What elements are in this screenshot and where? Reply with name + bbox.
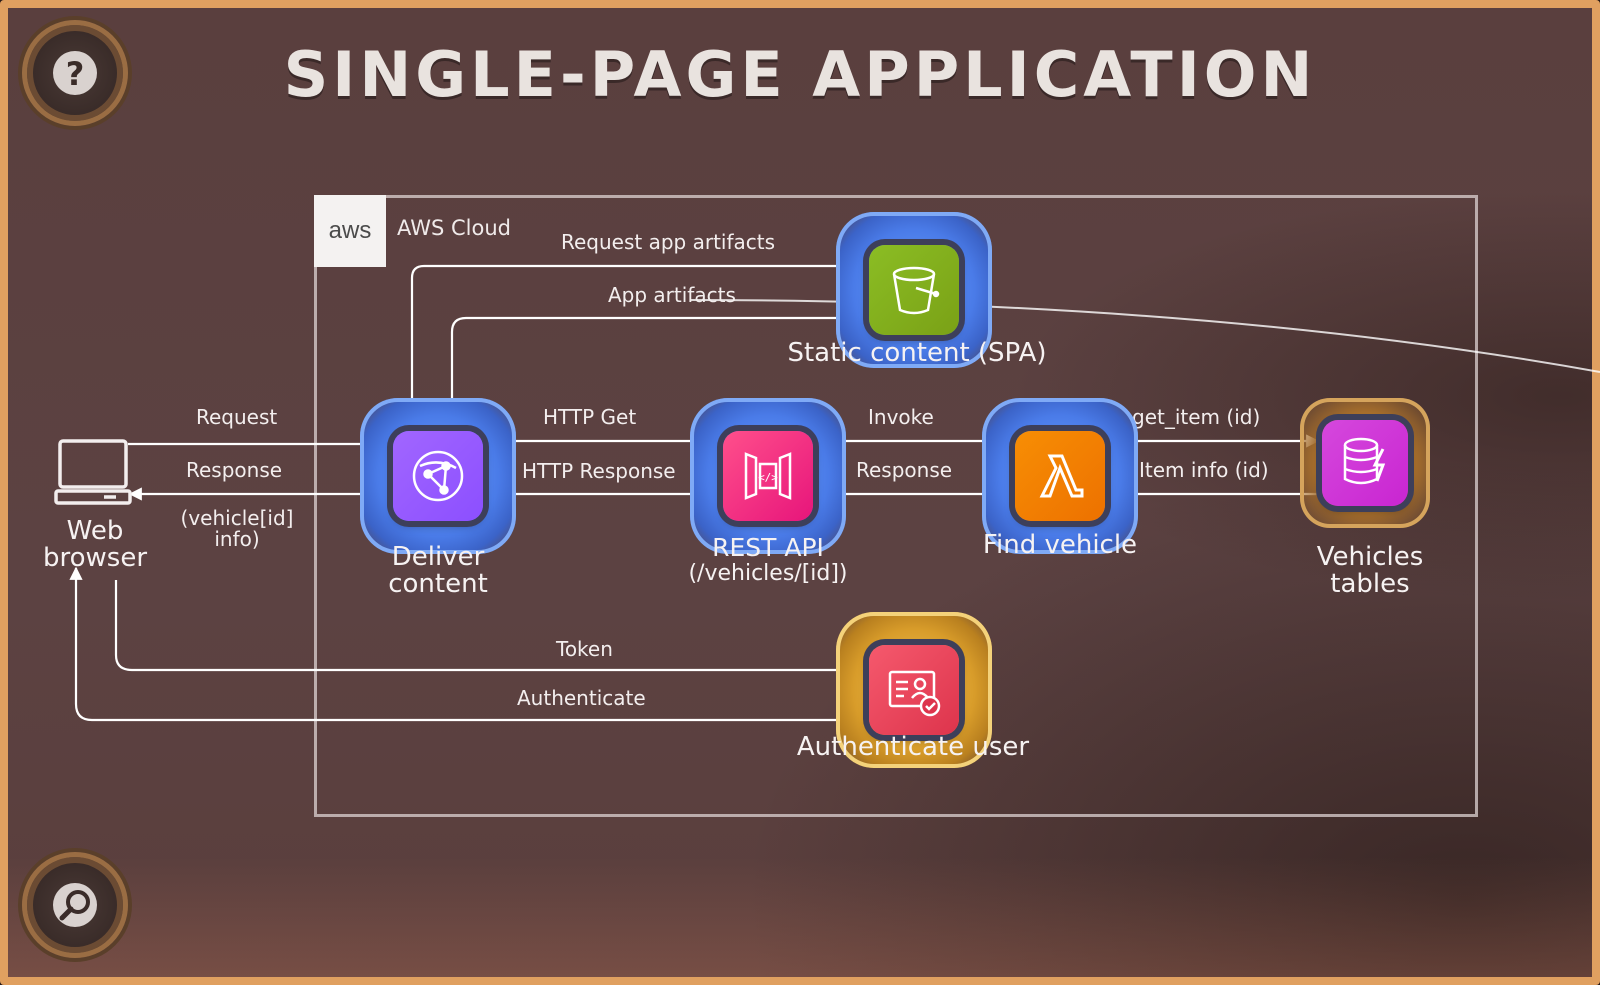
authenticate-edge bbox=[69, 566, 850, 722]
app-artifacts-label: App artifacts bbox=[608, 283, 736, 307]
token-edge bbox=[114, 580, 852, 677]
web-browser-icon bbox=[54, 439, 132, 505]
page-title: SINGLE-PAGE APPLICATION bbox=[283, 38, 1317, 111]
api-gateway-tile: </> bbox=[723, 431, 813, 521]
request-label: Request bbox=[196, 405, 278, 429]
rest-api-label: REST API bbox=[712, 533, 824, 562]
authenticate-user-node[interactable] bbox=[836, 612, 992, 768]
response2-label: Response bbox=[856, 458, 953, 482]
app-artifacts-edge bbox=[445, 316, 848, 414]
deliver-content-node[interactable] bbox=[360, 398, 516, 554]
help-button[interactable]: ? bbox=[22, 20, 128, 126]
request-app-artifacts-edge bbox=[410, 259, 850, 408]
magnifier-icon bbox=[53, 883, 97, 927]
s3-bucket-icon bbox=[892, 266, 940, 315]
lambda-tile bbox=[1015, 431, 1105, 521]
invoke-label: Invoke bbox=[868, 405, 934, 429]
request-app-artifacts-label: Request app artifacts bbox=[561, 230, 776, 254]
deliver-content-label: Deliver content bbox=[388, 542, 488, 599]
svg-text:</>: </> bbox=[758, 471, 778, 484]
dynamodb-tile bbox=[1322, 420, 1408, 506]
http-response-label: HTTP Response bbox=[522, 459, 676, 483]
svg-text:?: ? bbox=[66, 55, 85, 93]
cognito-id-card-icon bbox=[888, 670, 941, 717]
static-content-node[interactable] bbox=[836, 212, 992, 368]
cloudfront-icon bbox=[412, 450, 464, 502]
lambda-icon bbox=[1039, 454, 1084, 498]
question-mark-icon: ? bbox=[53, 51, 97, 95]
get-item-label: get_item (id) bbox=[1132, 405, 1261, 429]
api-gateway-icon: </> bbox=[744, 452, 792, 500]
static-content-label: Static content (SPA) bbox=[787, 338, 1047, 368]
web-browser-label: Web browser bbox=[42, 516, 148, 573]
vehicles-tables-label: Vehicles tables bbox=[1316, 542, 1424, 599]
dynamodb-icon bbox=[1343, 437, 1386, 485]
vehicle-info-label: (vehicle[id] info) bbox=[180, 506, 294, 551]
aws-cloud-label: AWS Cloud bbox=[397, 216, 511, 240]
http-get-label: HTTP Get bbox=[543, 405, 637, 429]
token-label: Token bbox=[556, 637, 613, 661]
aws-logo: aws bbox=[314, 195, 386, 267]
cognito-tile bbox=[869, 645, 959, 735]
rest-api-path-label: (/vehicles/[id]) bbox=[688, 561, 848, 586]
response-label: Response bbox=[186, 458, 283, 482]
zoom-button[interactable] bbox=[22, 852, 128, 958]
find-vehicle-node[interactable] bbox=[982, 398, 1138, 554]
s3-tile bbox=[869, 245, 959, 335]
item-info-label: Item info (id) bbox=[1139, 458, 1269, 482]
tether-line bbox=[689, 299, 1600, 373]
aws-cloud-boundary bbox=[314, 195, 1478, 817]
find-vehicle-label: Find vehicle bbox=[982, 530, 1138, 560]
authenticate-label: Authenticate bbox=[517, 686, 646, 710]
cloudfront-tile bbox=[393, 431, 483, 521]
authenticate-user-label: Authenticate user bbox=[796, 732, 1030, 762]
aws-logo-text: aws bbox=[328, 217, 372, 244]
rest-api-node[interactable]: </> bbox=[690, 398, 846, 554]
vehicles-tables-node[interactable] bbox=[1300, 398, 1430, 528]
